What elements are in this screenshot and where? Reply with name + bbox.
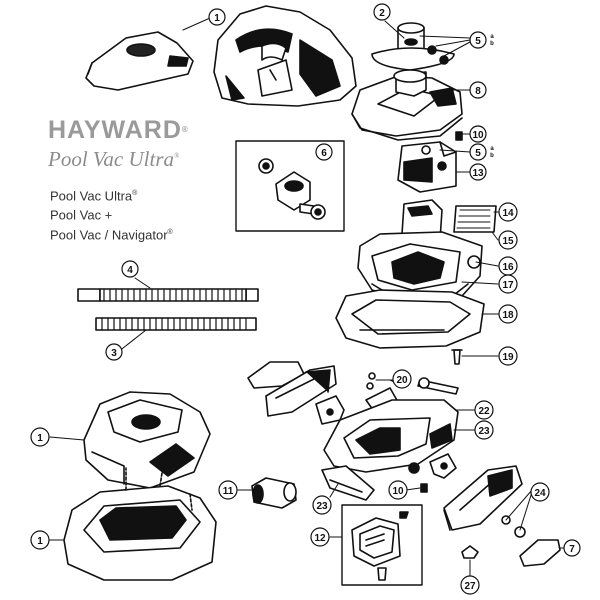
part-19-screw (451, 349, 463, 365)
callout-label: 1 (37, 536, 43, 547)
callout-label: 15 (502, 236, 514, 247)
product-name: Pool Vac Ultra® (48, 145, 208, 170)
part-23-flap-front (321, 465, 375, 501)
callout-label: 18 (502, 310, 514, 321)
callout-label: 10 (392, 486, 404, 497)
callout-label: 20 (396, 375, 408, 386)
part-10-screw-bottom (420, 483, 428, 493)
part-11-coupling (251, 477, 297, 509)
callout-label: 5 (475, 148, 481, 159)
model-item: Pool Vac / Navigator® (50, 224, 220, 243)
product-name-text: Pool Vac Ultra (48, 147, 174, 171)
part-12-latch (351, 511, 409, 581)
model-list: Pool Vac Ultra® Pool Vac + Pool Vac / Na… (50, 185, 220, 243)
part-8-turbine-housing (351, 69, 463, 141)
callout-label: 12 (314, 533, 326, 544)
model-mark: ® (132, 190, 138, 197)
callout-label: 19 (502, 352, 514, 363)
callout-label: 4 (127, 265, 133, 276)
callout-label: 2 (379, 8, 385, 19)
part-1-top-cover (83, 391, 211, 489)
part-2-gear-shaft (371, 22, 455, 71)
callout-label: 11 (223, 486, 234, 497)
callout-label: 6 (321, 148, 327, 159)
leader-lines (47, 17, 565, 577)
part-1-lid (85, 31, 194, 91)
callout-label: 8 (475, 86, 481, 97)
callout-label: 24 (534, 488, 546, 499)
part-17-chassis (357, 231, 483, 301)
callout-label: 23 (316, 501, 328, 512)
part-18-base (335, 289, 485, 349)
callout-label: 13 (472, 168, 484, 179)
model-item: Pool Vac Ultra® (50, 185, 220, 204)
part-7-cap (519, 539, 561, 567)
part-22-drive-housing (323, 399, 459, 479)
callout-label: 3 (111, 348, 117, 359)
callout-label: 14 (502, 208, 514, 219)
callout-sub-label: a (490, 34, 494, 40)
part-13-gear-box (397, 141, 457, 193)
brand-name: HAYWARD (48, 116, 182, 144)
callout-label: 16 (502, 262, 514, 273)
part-wheel-left (247, 361, 337, 417)
callout-label: 17 (502, 280, 514, 291)
part-22-shaft (417, 377, 459, 395)
callout-label: 7 (569, 544, 575, 555)
product-registered-mark: ® (174, 152, 180, 160)
model-label: Pool Vac + (50, 207, 113, 223)
part-12-frame (341, 504, 423, 586)
part-6-drive-assembly (258, 158, 326, 220)
part-10-screw-top (455, 131, 463, 141)
part-24-wheel-right (443, 465, 526, 538)
model-item: Pool Vac + (50, 204, 220, 223)
callout-label: 5 (475, 36, 481, 47)
brand-block: HAYWARD® Pool Vac Ultra® (48, 117, 208, 170)
callout-label: 1 (37, 433, 43, 444)
callout-label: 1 (214, 13, 220, 24)
callout-sub-label: b (490, 153, 494, 159)
brand-registered-mark: ® (181, 125, 189, 134)
callout-sub-label: a (490, 146, 494, 152)
part-14-screen (453, 205, 497, 233)
model-mark: ® (167, 228, 173, 236)
callout-label: 23 (478, 426, 490, 437)
callout-label: 10 (472, 130, 484, 141)
callout-label: 27 (464, 581, 476, 592)
part-27-clip (461, 545, 479, 559)
model-label: Pool Vac Ultra (50, 188, 133, 204)
part-6-frame (235, 140, 345, 232)
callout-label: 22 (478, 406, 490, 417)
part-3-hose (95, 317, 257, 331)
part-1-bottom-shroud (63, 459, 217, 581)
part-4-hose (77, 288, 259, 302)
part-1-shroud (213, 5, 357, 107)
callout-sub-label: b (490, 41, 494, 47)
model-label: Pool Vac / Navigator (50, 226, 168, 242)
brand-logo: HAYWARD® (48, 117, 208, 143)
